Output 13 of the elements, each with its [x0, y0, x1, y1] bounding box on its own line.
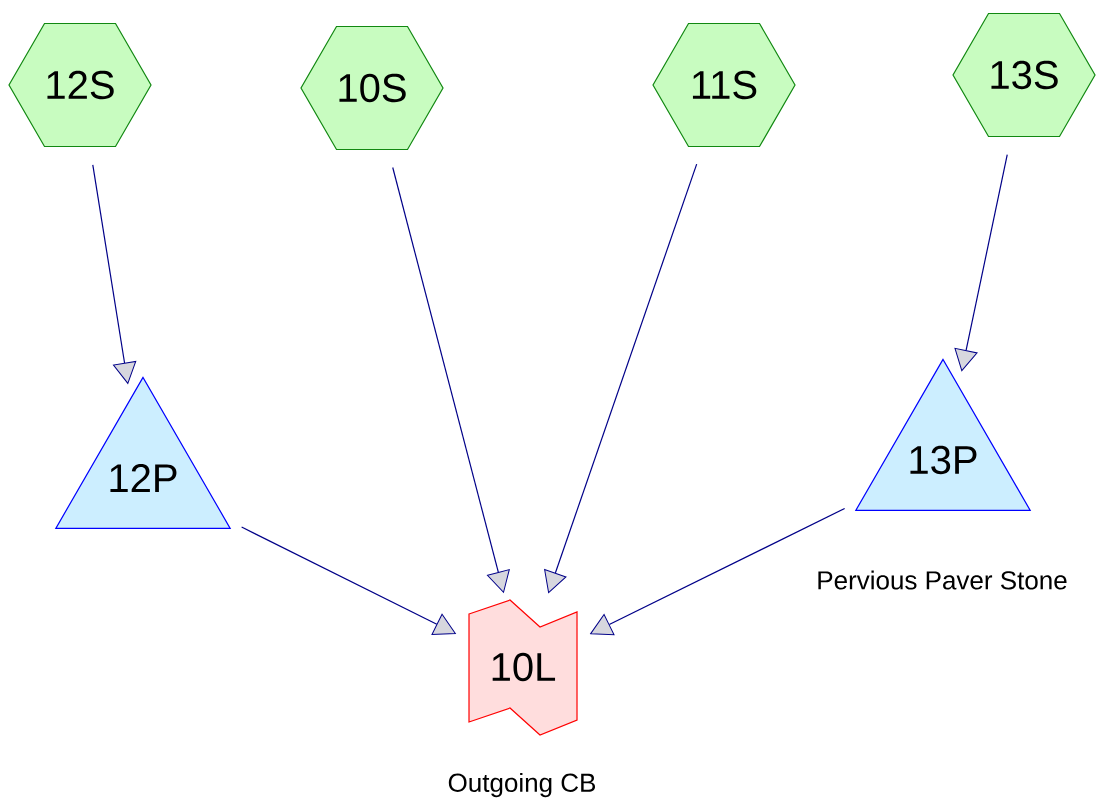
link-node: 10L — [468, 599, 578, 736]
hexagon-node: 10S — [300, 25, 444, 151]
arrow — [92, 164, 137, 384]
arrow — [241, 526, 456, 635]
hexagon-node: 12S — [8, 22, 152, 148]
node-caption: Outgoing CB — [448, 772, 595, 798]
node-caption: Pervious Paver Stone — [818, 570, 1067, 590]
hexagon-node: 13S — [952, 12, 1096, 138]
arrow — [392, 166, 510, 593]
arrow — [544, 163, 698, 594]
arrow — [954, 154, 1008, 372]
arrow — [590, 507, 846, 636]
hexagon-node: 11S — [652, 22, 796, 148]
